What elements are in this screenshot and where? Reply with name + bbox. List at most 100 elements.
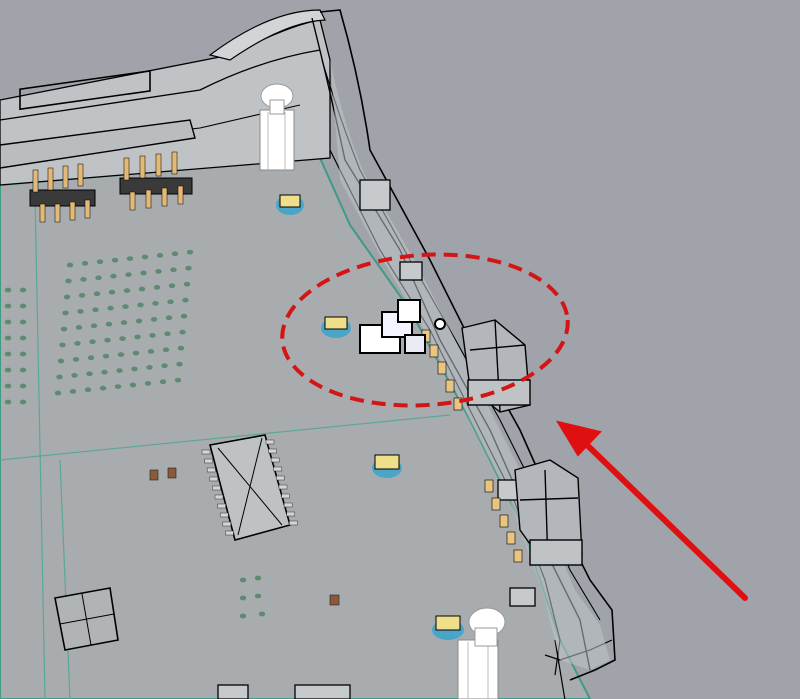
- board-pad: [66, 262, 74, 268]
- board-pad: [95, 275, 102, 281]
- board-pad: [174, 377, 182, 383]
- board-pad: [254, 575, 262, 581]
- board-pad: [62, 310, 69, 316]
- board-pad: [125, 272, 132, 277]
- ic-pin: [273, 466, 283, 472]
- led-component-4: [432, 615, 464, 640]
- board-pad: [74, 341, 81, 346]
- board-pad: [104, 337, 111, 343]
- board-pad: [161, 363, 168, 369]
- side-connector-upper: [461, 319, 531, 413]
- ic-pin: [265, 439, 275, 445]
- edge-pin-strip: [421, 329, 523, 563]
- board-pad: [19, 383, 27, 389]
- pad-grid: [4, 249, 266, 619]
- board-pad: [90, 323, 98, 329]
- board-pad: [159, 379, 167, 385]
- board-pad: [117, 352, 125, 357]
- board-pad: [186, 249, 194, 255]
- board-pad: [110, 273, 117, 279]
- board-pad: [180, 313, 188, 319]
- board-pad: [179, 329, 186, 335]
- board-pad: [56, 374, 63, 380]
- annotation-arrow: [555, 420, 748, 601]
- board-pad: [152, 301, 159, 306]
- board-pad: [153, 285, 161, 290]
- board-pad: [137, 302, 144, 308]
- board-pad: [239, 613, 247, 619]
- board-pad: [107, 305, 114, 311]
- board-pad: [138, 286, 146, 292]
- ic-pin: [281, 493, 290, 499]
- board-pad: [108, 289, 116, 295]
- side-connector-lower: [514, 459, 583, 566]
- board-pad: [134, 334, 141, 340]
- ic-pin: [206, 467, 216, 473]
- standoff-bottom: [457, 607, 506, 699]
- board-pad: [19, 335, 27, 341]
- board-pad: [123, 288, 131, 293]
- board-pad: [146, 365, 153, 370]
- board-pad: [4, 319, 12, 325]
- ic-pin: [222, 521, 232, 527]
- pin-header-1: [29, 163, 96, 223]
- ic-pin: [278, 484, 288, 490]
- board-pad: [171, 251, 179, 257]
- board-pad: [19, 287, 27, 293]
- enclosure-top-wall: [0, 9, 331, 186]
- board-pad: [78, 293, 86, 298]
- board-pad: [63, 294, 71, 300]
- board-pad: [126, 256, 134, 261]
- board-pad: [93, 291, 101, 297]
- board-pad: [144, 381, 152, 386]
- bottom-connectors: [217, 684, 351, 699]
- board-pad: [135, 318, 143, 324]
- board-pad: [182, 297, 189, 303]
- board-pad: [59, 342, 66, 348]
- ic-pin: [286, 511, 296, 517]
- board-pad: [57, 358, 65, 364]
- board-pad: [101, 369, 108, 375]
- board-pad: [81, 261, 89, 266]
- board-pad: [122, 304, 129, 309]
- board-pad: [131, 366, 138, 372]
- board-pad: [167, 299, 174, 305]
- led-component-2: [321, 316, 351, 338]
- board-pad: [258, 611, 266, 617]
- ic-pin: [283, 502, 293, 508]
- board-pad: [105, 321, 113, 327]
- ic-pin: [289, 520, 298, 526]
- board-pad: [4, 335, 12, 341]
- board-pad: [89, 339, 96, 345]
- board-pad: [69, 389, 77, 394]
- board-pad: [114, 384, 122, 389]
- board-pad: [77, 309, 84, 314]
- board-pad: [4, 383, 12, 389]
- board-pad: [168, 283, 176, 289]
- board-pad: [111, 257, 119, 263]
- board-pad: [4, 399, 12, 405]
- board-pad: [170, 267, 177, 273]
- ic-pin: [217, 503, 226, 509]
- board-pad: [141, 254, 149, 260]
- board-pad: [71, 373, 78, 378]
- board-pad: [183, 281, 191, 287]
- ic-pin: [214, 494, 224, 500]
- board-pad: [177, 345, 185, 351]
- board-pad: [120, 320, 128, 325]
- board-pad: [4, 351, 12, 357]
- board-pad: [147, 349, 155, 354]
- board-pad: [149, 333, 156, 338]
- board-pad: [155, 269, 162, 274]
- board-pad: [254, 593, 262, 599]
- board-pad: [4, 287, 12, 293]
- board-pad: [156, 253, 164, 258]
- board-grid: [0, 194, 451, 699]
- board-pad: [19, 367, 27, 373]
- board-pad: [19, 351, 27, 357]
- board-pad: [84, 387, 92, 393]
- board-pad: [19, 319, 27, 325]
- board-pad: [86, 371, 93, 377]
